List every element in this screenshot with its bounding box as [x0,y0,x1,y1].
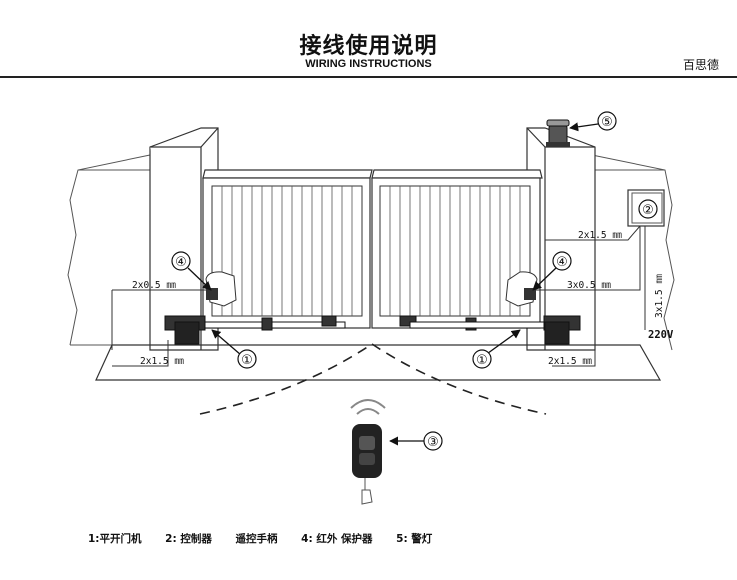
legend-item-2: 2: 控制器 [165,533,212,545]
callout-4-left: ④ [175,255,187,270]
right-wall [591,154,675,351]
callout-5: ⑤ [601,115,613,130]
voltage-label: 220V [648,329,674,341]
remote-signal-icon [350,399,386,415]
left-gate-opener [164,315,346,345]
wire-label-right-bottom: 2x1.5 ㎜ [548,356,592,367]
legend-item-5: 5: 警灯 [396,533,433,545]
callout-3: ③ [427,435,439,450]
left-gate-bars [221,186,353,316]
right-gate-opener [399,315,581,345]
callout-4-right: ④ [556,255,568,270]
legend-item-4: 4: 红外 保护器 [301,533,373,545]
callout-2: ② [642,203,654,218]
legend-item-1: 1:平开门机 [88,533,142,545]
right-pillar [526,127,596,351]
wire-label-control-box: 2x1.5 ㎜ [578,230,622,241]
header-divider [0,76,737,78]
remote-control-icon [352,424,382,505]
right-gate-bars [389,186,521,316]
left-pillar [149,127,219,351]
legend-item-3: 遥控手柄 [235,533,278,545]
left-wall [67,154,151,346]
page-title: 接线使用说明 [299,34,438,59]
wire-label-left-top: 2x0.5 ㎜ [132,280,176,291]
wiring-lines [111,225,646,367]
page-subtitle: WIRING INSTRUCTIONS [305,58,432,70]
warning-light [546,119,570,147]
left-infrared-sensor [205,271,237,307]
callout-1-right: ① [476,353,488,368]
wire-label-right-top: 3x0.5 ㎜ [567,280,611,291]
wire-label-left-bottom: 2x1.5 ㎜ [140,356,184,367]
right-infrared-sensor [505,271,538,307]
callout-1-left: ① [241,353,253,368]
ground-slab [95,344,662,381]
wire-label-vertical: 3x1.5 ㎜ [654,274,665,318]
callout-arrows [187,122,599,446]
brand-name: 百思德 [682,58,719,72]
legend: 1:平开门机 2: 控制器 遥控手柄 4: 红外 保护器 5: 警灯 [88,531,452,546]
callout-circles [171,111,658,451]
gate-swing-arcs [199,343,547,415]
